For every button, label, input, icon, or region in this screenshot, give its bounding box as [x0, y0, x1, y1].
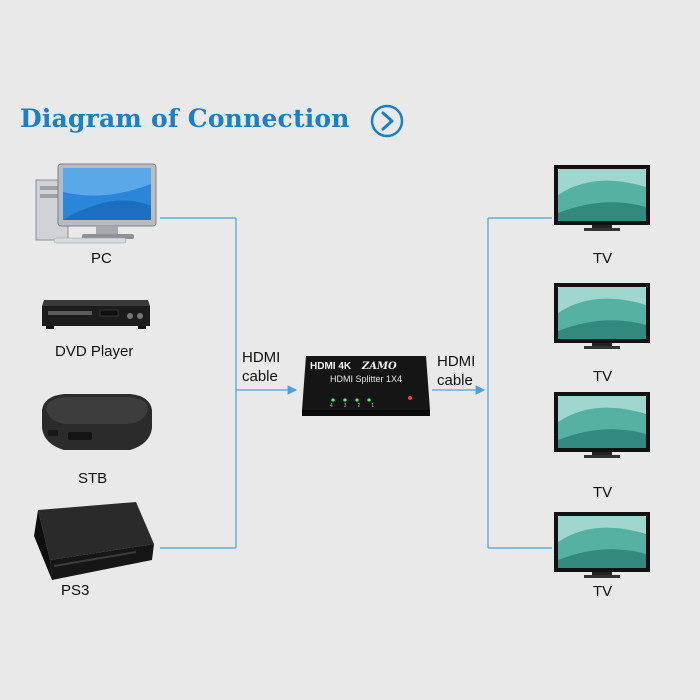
- source-label-dvd-player: DVD Player: [55, 343, 134, 360]
- splitter-body: [302, 356, 430, 416]
- pc-icon: [35, 163, 157, 244]
- ps3-console-icon: [34, 502, 154, 580]
- tv-icon: [554, 392, 650, 458]
- input-cable-label-line-2: cable: [242, 368, 278, 385]
- source-label-stb: STB: [78, 470, 108, 487]
- output-cable-label-line-1: HDMI: [437, 353, 476, 370]
- splitter-port-4: 4: [330, 403, 333, 409]
- source-label-pc: PC: [91, 250, 112, 267]
- output-cable-label-line-2: cable: [437, 372, 473, 389]
- diagram-title: Diagram of Connection: [20, 104, 350, 133]
- dvd-player-icon: [42, 300, 150, 329]
- source-label-ps3: PS3: [61, 582, 90, 599]
- tv-icon: [554, 283, 650, 349]
- output-cable-label: HDMI cable: [437, 352, 475, 390]
- tv-label-3: TV: [593, 484, 613, 501]
- tv-icon: [554, 165, 650, 231]
- input-cable-label-line-1: HDMI: [242, 349, 281, 366]
- splitter-port-3: 3: [343, 403, 347, 409]
- tv-icon: [554, 512, 650, 578]
- tv-label-1: TV: [593, 250, 613, 267]
- hdmi-splitter: HDMI 4K ZAMO HDMI Splitter 1X4 4 3 2 1: [300, 352, 432, 418]
- splitter-brand-name: ZAMO: [361, 361, 397, 372]
- tv-label-2: TV: [593, 368, 613, 385]
- splitter-port-1: 1: [371, 403, 374, 409]
- tv-label-4: TV: [593, 583, 613, 600]
- splitter-brand-line: HDMI 4K: [310, 361, 352, 372]
- splitter-model: HDMI Splitter 1X4: [330, 374, 403, 384]
- set-top-box-icon: [42, 394, 152, 450]
- chevron-right-circle-icon: [370, 104, 404, 138]
- splitter-port-2: 2: [357, 403, 361, 409]
- input-cable-label: HDMI cable: [242, 348, 280, 386]
